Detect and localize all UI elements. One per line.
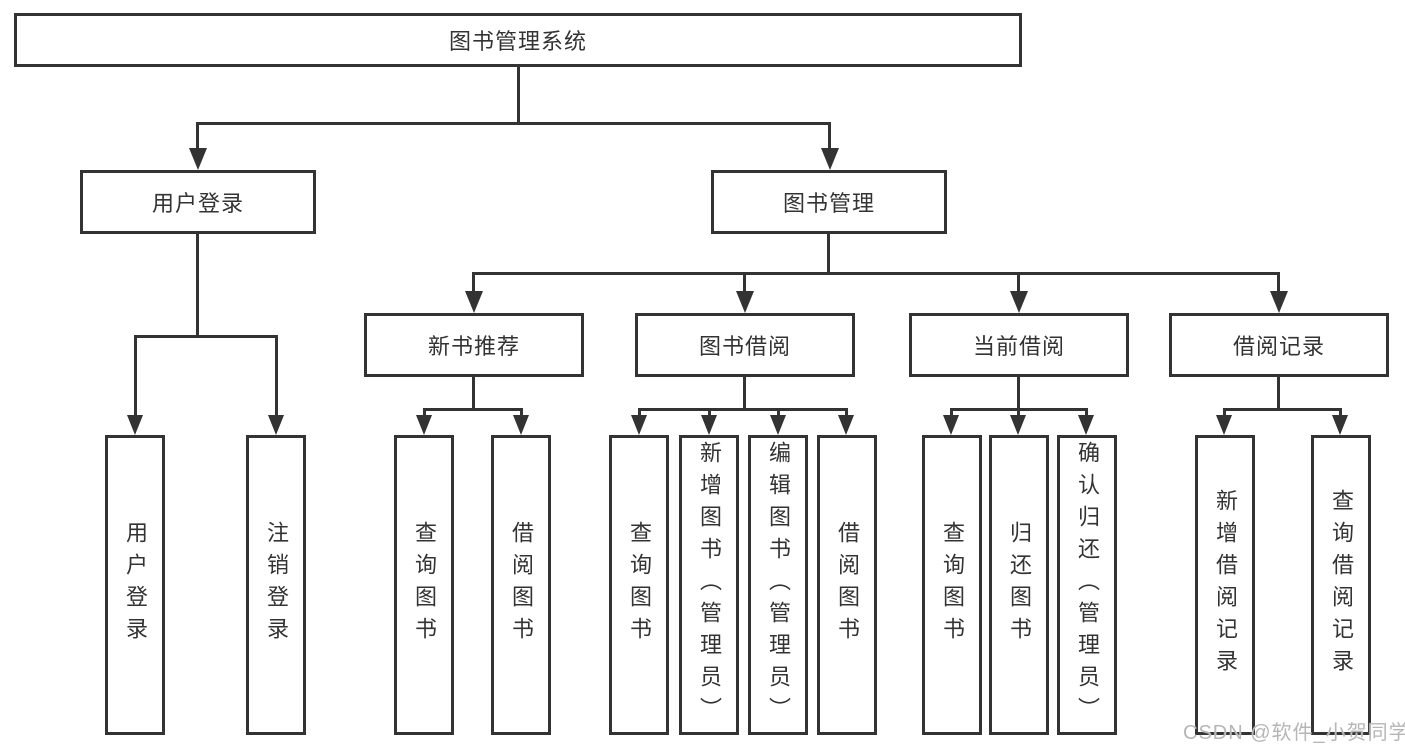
connector-stem: [743, 272, 746, 293]
connector-stem: [1017, 272, 1020, 293]
leaf-borrow-books-borrow: 借阅图书: [817, 435, 877, 735]
leaf-query-borrow-record: 查询借阅记录: [1311, 435, 1371, 735]
arrow-down-icon: [513, 415, 529, 435]
node-user-login: 用户登录: [80, 170, 316, 234]
leaf-label: 用户登录: [123, 521, 148, 649]
connector-branch: [423, 408, 523, 411]
connector-stem: [1339, 408, 1342, 417]
arrow-down-icon: [127, 415, 143, 435]
leaf-return-book: 归还图书: [989, 435, 1049, 735]
connector-branch: [1223, 408, 1341, 411]
connector-stem: [638, 408, 641, 417]
leaf-query-books-recommend: 查询图书: [394, 435, 454, 735]
leaf-label: 查询图书: [627, 521, 652, 649]
arrow-down-icon: [189, 148, 207, 170]
connector-trunk: [827, 234, 830, 272]
connector-branch: [638, 408, 848, 411]
csdn-watermark: CSDN @软件_小贺同学: [1183, 722, 1405, 744]
leaf-label: 借阅图书: [509, 521, 534, 649]
connector-branch: [134, 335, 278, 338]
connector-stem: [708, 408, 711, 417]
arrow-down-icon: [416, 415, 432, 435]
connector-branch: [472, 272, 1280, 275]
leaf-label: 新增借阅记录: [1213, 489, 1238, 681]
leaf-user-login: 用户登录: [105, 435, 165, 735]
leaf-label: 查询借阅记录: [1329, 489, 1354, 681]
node-book-borrow: 图书借阅: [635, 313, 855, 377]
connector-root-branch: [196, 122, 831, 125]
leaf-borrow-books-recommend: 借阅图书: [491, 435, 551, 735]
arrow-down-icon: [465, 291, 483, 313]
node-new-book-recommend: 新书推荐: [364, 313, 584, 377]
leaf-edit-book-admin: 编辑图书（管理员）: [748, 435, 808, 735]
leaf-label: 借阅图书: [835, 521, 860, 649]
arrow-down-icon: [1010, 291, 1028, 313]
leaf-query-books-current: 查询图书: [922, 435, 982, 735]
connector-stem: [134, 335, 137, 417]
connector-trunk: [472, 377, 475, 408]
arrow-down-icon: [1078, 415, 1094, 435]
leaf-query-books-borrow: 查询图书: [609, 435, 669, 735]
connector-stem: [828, 122, 831, 150]
leaf-label: 新增图书（管理员）: [697, 441, 722, 729]
arrow-down-icon: [1010, 415, 1026, 435]
connector-stem: [1223, 408, 1226, 417]
arrow-down-icon: [943, 415, 959, 435]
connector-stem: [520, 408, 523, 417]
connector-trunk: [743, 377, 746, 408]
connector-stem: [777, 408, 780, 417]
connector-stem: [1277, 272, 1280, 293]
connector-stem: [275, 335, 278, 417]
connector-stem: [845, 408, 848, 417]
leaf-label: 注销登录: [264, 521, 289, 649]
connector-trunk: [196, 234, 199, 335]
connector-trunk: [1277, 377, 1280, 408]
connector-trunk: [1017, 377, 1020, 408]
leaf-label: 查询图书: [940, 521, 965, 649]
connector-root-trunk: [517, 67, 520, 122]
arrow-down-icon: [838, 415, 854, 435]
connector-stem: [472, 272, 475, 293]
connector-stem: [950, 408, 953, 417]
leaf-logout: 注销登录: [246, 435, 306, 735]
arrow-down-icon: [821, 148, 839, 170]
connector-stem: [423, 408, 426, 417]
arrow-down-icon: [770, 415, 786, 435]
arrow-down-icon: [1270, 291, 1288, 313]
arrow-down-icon: [736, 291, 754, 313]
leaf-label: 确认归还（管理员）: [1075, 441, 1100, 729]
arrow-down-icon: [1216, 415, 1232, 435]
node-borrow-records: 借阅记录: [1169, 313, 1389, 377]
leaf-add-book-admin: 新增图书（管理员）: [679, 435, 739, 735]
node-library-system: 图书管理系统: [14, 13, 1022, 67]
connector-stem: [1085, 408, 1088, 417]
arrow-down-icon: [1332, 415, 1348, 435]
arrow-down-icon: [268, 415, 284, 435]
connector-stem: [1017, 408, 1020, 417]
leaf-label: 查询图书: [412, 521, 437, 649]
leaf-label: 编辑图书（管理员）: [766, 441, 791, 729]
arrow-down-icon: [631, 415, 647, 435]
leaf-confirm-return-admin: 确认归还（管理员）: [1057, 435, 1117, 735]
node-current-borrow: 当前借阅: [909, 313, 1129, 377]
connector-stem: [196, 122, 199, 150]
arrow-down-icon: [701, 415, 717, 435]
leaf-add-borrow-record: 新增借阅记录: [1195, 435, 1255, 735]
node-book-management: 图书管理: [711, 170, 947, 234]
leaf-label: 归还图书: [1007, 521, 1032, 649]
